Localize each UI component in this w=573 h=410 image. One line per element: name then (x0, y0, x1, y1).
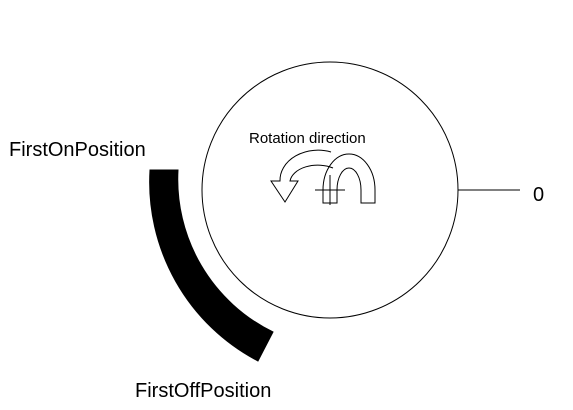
crosshair-icon (315, 175, 345, 205)
zero-position-label: 0 (533, 184, 544, 206)
on-off-arc-segment (149, 169, 274, 362)
rotation-arrow-icon (270, 149, 376, 204)
first-on-position-label: FirstOnPosition (9, 139, 146, 161)
rotation-direction-label: Rotation direction (249, 130, 366, 147)
first-off-position-label: FirstOffPosition (135, 380, 271, 402)
